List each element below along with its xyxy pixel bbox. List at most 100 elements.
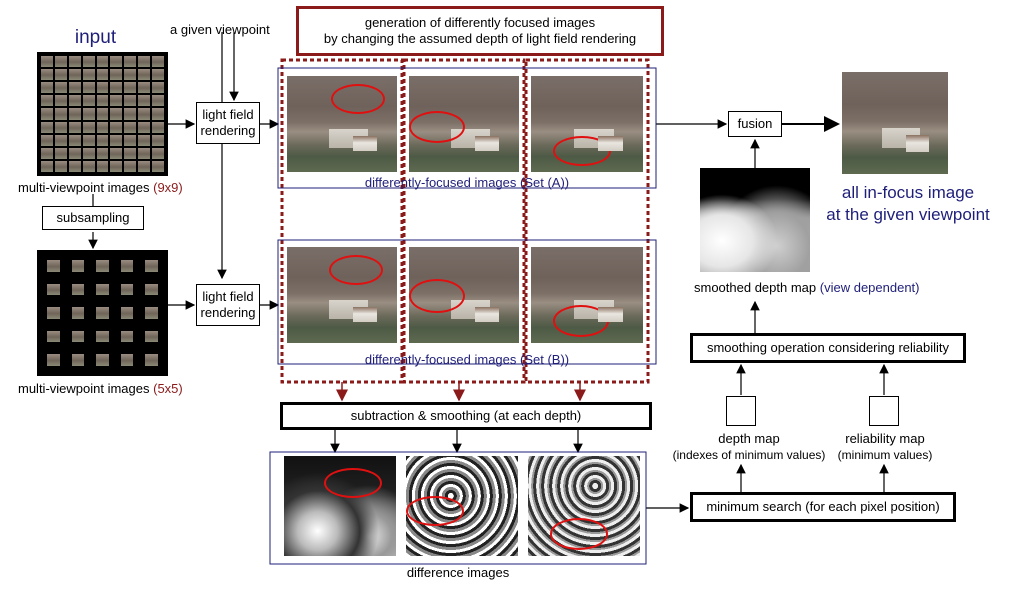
- reliability-map-line1: reliability map: [845, 431, 925, 446]
- mosaic-cell: [120, 283, 134, 296]
- mosaic-cell: [68, 56, 81, 68]
- mosaic-cell: [71, 330, 85, 343]
- mosaic-cell: [54, 121, 67, 133]
- mosaic-cell: [152, 82, 164, 94]
- minimum-search-box: minimum search (for each pixel position): [690, 492, 956, 522]
- mv-9x9-caption: multi-viewpoint images (9x9): [18, 180, 183, 195]
- mosaic-cell: [54, 82, 67, 94]
- mosaic-cell: [82, 95, 95, 107]
- mosaic-cell: [47, 354, 60, 366]
- mosaic-cell: [138, 95, 151, 107]
- mosaic-cell: [138, 69, 151, 81]
- mosaic-cell: [152, 69, 164, 81]
- mosaic-cell: [41, 82, 53, 94]
- mosaic-cell: [54, 160, 67, 172]
- mosaic-cell: [110, 160, 123, 172]
- mv-5x5-size: (5x5): [153, 381, 183, 396]
- all-in-focus-line2: at the given viewpoint: [826, 205, 990, 224]
- mosaic-cell: [82, 160, 95, 172]
- mosaic-cell: [138, 134, 151, 146]
- mosaic-cell: [41, 56, 53, 68]
- mosaic-cell: [82, 134, 95, 146]
- mosaic-cell: [82, 147, 95, 159]
- all-in-focus-image: [842, 72, 948, 174]
- smoothed-depth-map-caption: smoothed depth map (view dependent): [694, 280, 920, 295]
- mosaic-cell: [71, 307, 85, 319]
- mosaic-cell: [138, 56, 151, 68]
- mosaic-cell: [41, 134, 53, 146]
- mosaic-cell: [82, 82, 95, 94]
- mosaic-cell: [138, 147, 151, 159]
- difference-image-1: [284, 456, 396, 556]
- set-a-image-2: [409, 76, 519, 172]
- mosaic-cell: [152, 56, 164, 68]
- mosaic-cell: [68, 108, 81, 120]
- mosaic-cell: [124, 160, 137, 172]
- depth-map-line1: depth map: [718, 431, 780, 446]
- mosaic-cell: [138, 121, 151, 133]
- set-a-label: differently-focused images (Set (A)): [364, 175, 570, 190]
- focus-ellipse: [409, 111, 465, 143]
- mosaic-cell: [124, 95, 137, 107]
- mosaic-cell: [96, 330, 109, 343]
- mv-5x5-caption: multi-viewpoint images (5x5): [18, 381, 183, 396]
- mosaic-cell: [152, 121, 164, 133]
- mv-9x9-size: (9x9): [153, 180, 183, 195]
- focus-ellipse: [409, 279, 465, 313]
- mosaic-cell: [41, 69, 53, 81]
- reliability-map-placeholder: [869, 396, 899, 426]
- mosaic-cell: [124, 108, 137, 120]
- mosaic-cell: [41, 108, 53, 120]
- depth-map-placeholder: [726, 396, 756, 426]
- reliability-map-caption: reliability map (minimum values): [826, 431, 944, 463]
- mosaic-cell: [120, 307, 134, 319]
- mosaic-cell: [124, 134, 137, 146]
- mosaic-cell: [110, 134, 123, 146]
- mosaic-cell: [41, 147, 53, 159]
- mosaic-cell: [82, 121, 95, 133]
- mosaic-cell: [41, 95, 53, 107]
- mv-5x5-text: multi-viewpoint images: [18, 381, 150, 396]
- mosaic-cell: [54, 69, 67, 81]
- all-in-focus-label: all in-focus image at the given viewpoin…: [818, 182, 998, 226]
- mosaic-cell: [120, 330, 134, 343]
- reliability-map-line2: (minimum values): [837, 448, 933, 462]
- mosaic-cell: [96, 121, 109, 133]
- mosaic-cell: [96, 307, 109, 319]
- generation-title: generation of differently focused images…: [296, 6, 664, 56]
- mosaic-cell: [96, 147, 109, 159]
- mosaic-cell: [124, 121, 137, 133]
- mosaic-cell: [47, 260, 60, 272]
- mosaic-cell: [68, 160, 81, 172]
- multi-viewpoint-5x5-mosaic: [37, 250, 168, 376]
- mosaic-cell: [145, 283, 158, 296]
- mosaic-cell: [54, 134, 67, 146]
- set-b-image-1: [287, 247, 397, 343]
- mosaic-cell: [110, 147, 123, 159]
- mosaic-cell: [96, 82, 109, 94]
- mosaic-cell: [152, 160, 164, 172]
- set-b-image-2: [409, 247, 519, 343]
- mosaic-cell: [68, 95, 81, 107]
- mosaic-cell: [152, 134, 164, 146]
- mosaic-cell: [82, 56, 95, 68]
- mosaic-cell: [110, 69, 123, 81]
- focus-ellipse: [550, 518, 608, 550]
- subtraction-smoothing-box: subtraction & smoothing (at each depth): [280, 402, 652, 430]
- mosaic-cell: [138, 82, 151, 94]
- light-field-rendering-2: light field rendering: [196, 284, 260, 326]
- mosaic-cell: [138, 108, 151, 120]
- mosaic-cell: [124, 147, 137, 159]
- mosaic-cell: [96, 354, 109, 366]
- mosaic-cell: [68, 69, 81, 81]
- mosaic-cell: [68, 121, 81, 133]
- set-b-label: differently-focused images (Set (B)): [364, 352, 570, 367]
- fusion-box: fusion: [728, 111, 782, 137]
- mosaic-cell: [47, 330, 60, 343]
- difference-image-3: [528, 456, 640, 556]
- mosaic-cell: [110, 121, 123, 133]
- mosaic-cell: [82, 108, 95, 120]
- mosaic-cell: [41, 160, 53, 172]
